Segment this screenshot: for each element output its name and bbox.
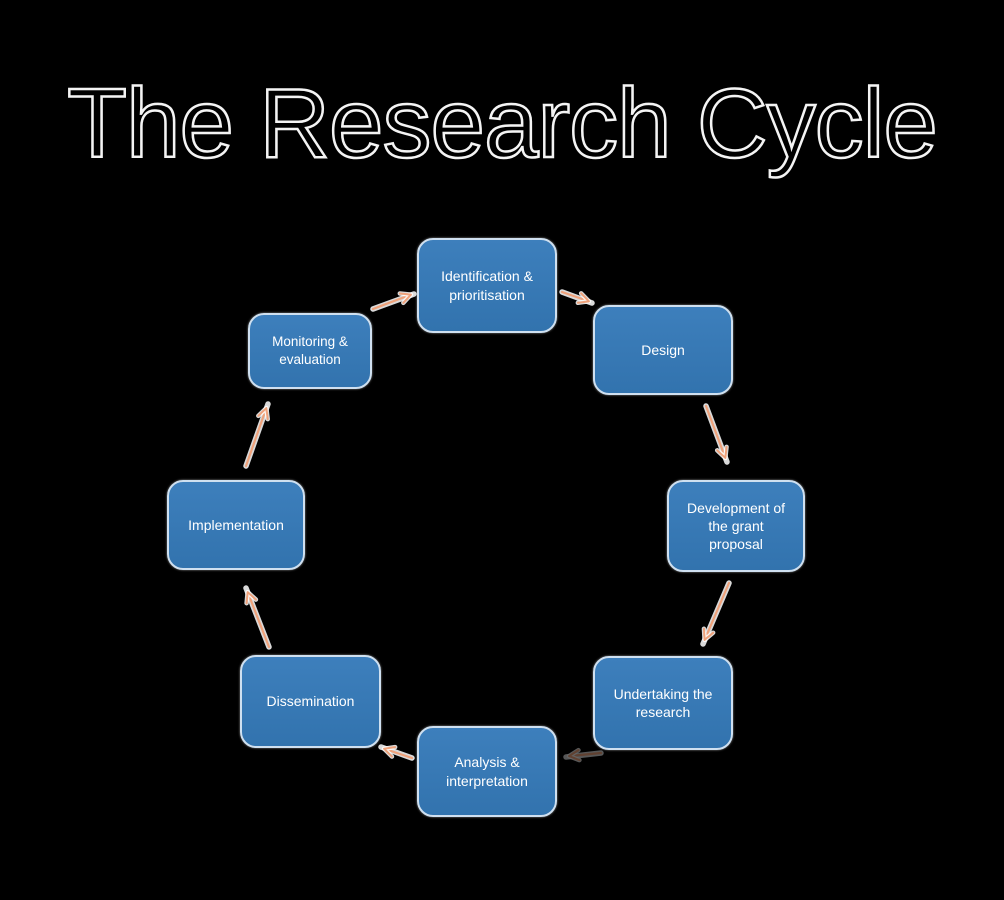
step-analysis-interpretation: Analysis & interpretation xyxy=(417,726,557,817)
step-label: Monitoring & evaluation xyxy=(272,334,348,367)
step-label: Implementation xyxy=(188,516,284,533)
step-design: Design xyxy=(593,305,733,395)
arrow-identification-to-design-icon xyxy=(559,289,595,306)
arrow-implementation-to-monitoring-icon xyxy=(243,401,271,469)
page-title: The Research Cycle xyxy=(66,68,939,178)
step-monitoring-evaluation: Monitoring & evaluation xyxy=(248,313,372,389)
step-label: Design xyxy=(641,341,685,358)
arrow-dissemination-to-implementation-icon xyxy=(243,585,272,650)
arrow-analysis-to-dissemination-icon xyxy=(378,744,415,761)
step-label: Identification & prioritisation xyxy=(441,268,533,303)
step-development-grant-proposal: Development of the grant proposal xyxy=(667,480,805,572)
step-undertaking-research: Undertaking the research xyxy=(593,656,733,750)
step-identification-prioritisation: Identification & prioritisation xyxy=(417,238,557,333)
step-dissemination: Dissemination xyxy=(240,655,381,748)
step-label: Dissemination xyxy=(266,693,355,710)
arrow-monitoring-to-identification-icon xyxy=(370,291,417,312)
arrow-design-to-development-icon xyxy=(703,403,730,465)
arrow-undertaking-to-analysis-icon xyxy=(563,747,604,763)
step-label: Analysis & interpretation xyxy=(446,754,528,789)
step-label: Undertaking the research xyxy=(613,685,713,720)
step-implementation: Implementation xyxy=(167,480,305,570)
step-label: Development of the grant proposal xyxy=(686,499,786,553)
arrow-development-to-undertaking-icon xyxy=(700,580,732,647)
